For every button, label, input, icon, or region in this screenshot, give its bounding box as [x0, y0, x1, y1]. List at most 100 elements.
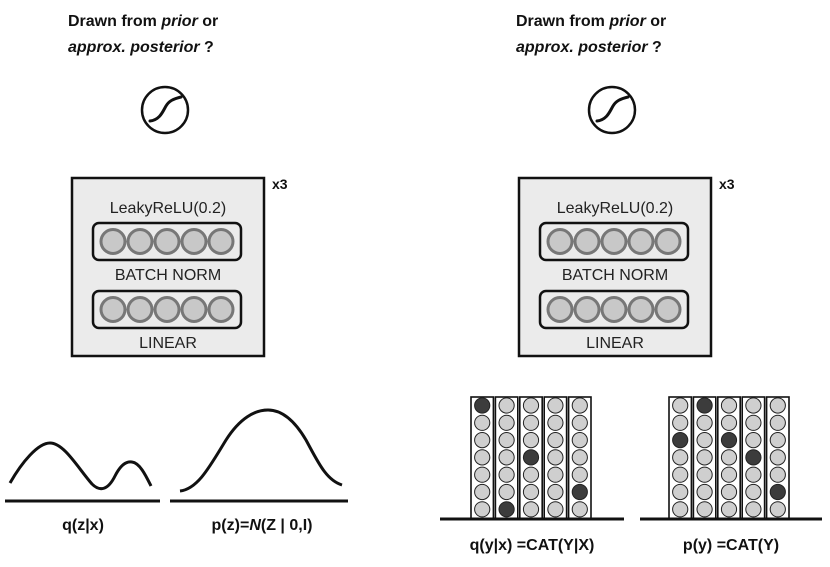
- category-cell: [547, 432, 564, 449]
- neuron: [153, 228, 181, 255]
- category-cell: [522, 483, 540, 501]
- category-cell: [672, 397, 689, 414]
- category-cell: [571, 501, 588, 518]
- category-cell: [745, 501, 762, 518]
- category-cell-selected: [769, 483, 786, 501]
- category-cell: [769, 414, 786, 431]
- category-cell-selected: [745, 449, 762, 466]
- right-linear-neurons: [546, 296, 682, 323]
- posterior-categorical-grid: [470, 396, 592, 520]
- neuron: [600, 228, 628, 255]
- neuron: [654, 296, 682, 323]
- neuron: [153, 296, 181, 323]
- category-cell: [498, 483, 515, 501]
- category-cell: [498, 466, 515, 483]
- category-cell: [547, 483, 564, 501]
- neuron: [180, 296, 208, 323]
- category-cell: [696, 449, 713, 466]
- category-cell: [672, 466, 689, 483]
- category-cell: [769, 432, 786, 449]
- left-heading-line2: approx. posterior ?: [68, 39, 214, 56]
- category-cell: [522, 414, 540, 431]
- right-norm-neurons: [546, 228, 682, 255]
- category-cell: [720, 449, 738, 466]
- left-repeat-label: x3: [272, 176, 288, 192]
- category-cell: [720, 466, 738, 483]
- sigmoid-icon: [140, 85, 190, 135]
- category-cell: [498, 432, 515, 449]
- category-cell: [696, 432, 713, 449]
- category-cell-selected: [498, 501, 515, 518]
- category-cell: [522, 397, 540, 414]
- category-cell: [498, 414, 515, 431]
- category-cell: [745, 397, 762, 414]
- category-cell: [474, 432, 491, 449]
- category-cell: [745, 483, 762, 501]
- left-linear-neurons: [99, 296, 235, 323]
- prior-label: p(z)=N(Z | 0,I): [212, 517, 313, 534]
- prior-categorical-grid: [668, 396, 790, 520]
- posterior-label: q(z|x): [62, 517, 104, 534]
- left-activation-label: LeakyReLU(0.2): [110, 200, 227, 217]
- category-cell: [522, 432, 540, 449]
- neuron: [600, 296, 628, 323]
- category-cell: [474, 466, 491, 483]
- right-heading-line1: Drawn from prior or: [516, 13, 666, 30]
- left-linear-label: LINEAR: [139, 335, 197, 352]
- category-cell: [745, 432, 762, 449]
- category-cell: [547, 466, 564, 483]
- category-cell: [474, 483, 491, 501]
- neuron: [126, 296, 154, 323]
- neuron: [180, 228, 208, 255]
- category-cell: [720, 397, 738, 414]
- category-cell: [696, 414, 713, 431]
- neuron: [99, 296, 127, 323]
- category-cell: [769, 501, 786, 518]
- category-cell: [720, 501, 738, 518]
- category-cell: [672, 501, 689, 518]
- category-cell-selected: [571, 483, 588, 501]
- category-cell: [474, 449, 491, 466]
- neuron: [573, 228, 601, 255]
- neuron: [573, 296, 601, 323]
- category-cell: [769, 466, 786, 483]
- category-cell: [672, 483, 689, 501]
- category-cell: [672, 414, 689, 431]
- category-cell: [474, 414, 491, 431]
- category-cell: [571, 397, 588, 414]
- neuron: [654, 228, 682, 255]
- posterior-curve: [8, 441, 153, 491]
- sigmoid-icon: [587, 85, 637, 135]
- category-cell: [696, 466, 713, 483]
- category-cell-selected: [522, 449, 540, 466]
- right-activation-label: LeakyReLU(0.2): [557, 200, 674, 217]
- right-heading-line2: approx. posterior ?: [516, 39, 662, 56]
- category-cell: [547, 414, 564, 431]
- category-cell: [547, 397, 564, 414]
- neuron: [207, 296, 235, 323]
- category-cell: [720, 483, 738, 501]
- category-cell: [720, 414, 738, 431]
- category-cell: [745, 466, 762, 483]
- category-cell: [769, 397, 786, 414]
- category-cell: [769, 449, 786, 466]
- neuron: [546, 296, 574, 323]
- category-cell-selected: [672, 432, 689, 449]
- category-cell-selected: [474, 397, 491, 414]
- category-cell: [745, 414, 762, 431]
- category-cell: [522, 501, 540, 518]
- neuron: [627, 296, 655, 323]
- category-cell-selected: [720, 432, 738, 449]
- left-heading-line1: Drawn from prior or: [68, 13, 218, 30]
- category-cell: [571, 432, 588, 449]
- category-cell: [571, 466, 588, 483]
- category-cell: [498, 397, 515, 414]
- category-cell: [547, 449, 564, 466]
- categorical-prior-label: p(y) =CAT(Y): [683, 537, 779, 554]
- left-norm-label: BATCH NORM: [115, 267, 221, 284]
- right-repeat-label: x3: [719, 176, 735, 192]
- category-cell: [547, 501, 564, 518]
- prior-gaussian-curve: [179, 408, 343, 493]
- category-cell: [571, 414, 588, 431]
- neuron: [99, 228, 127, 255]
